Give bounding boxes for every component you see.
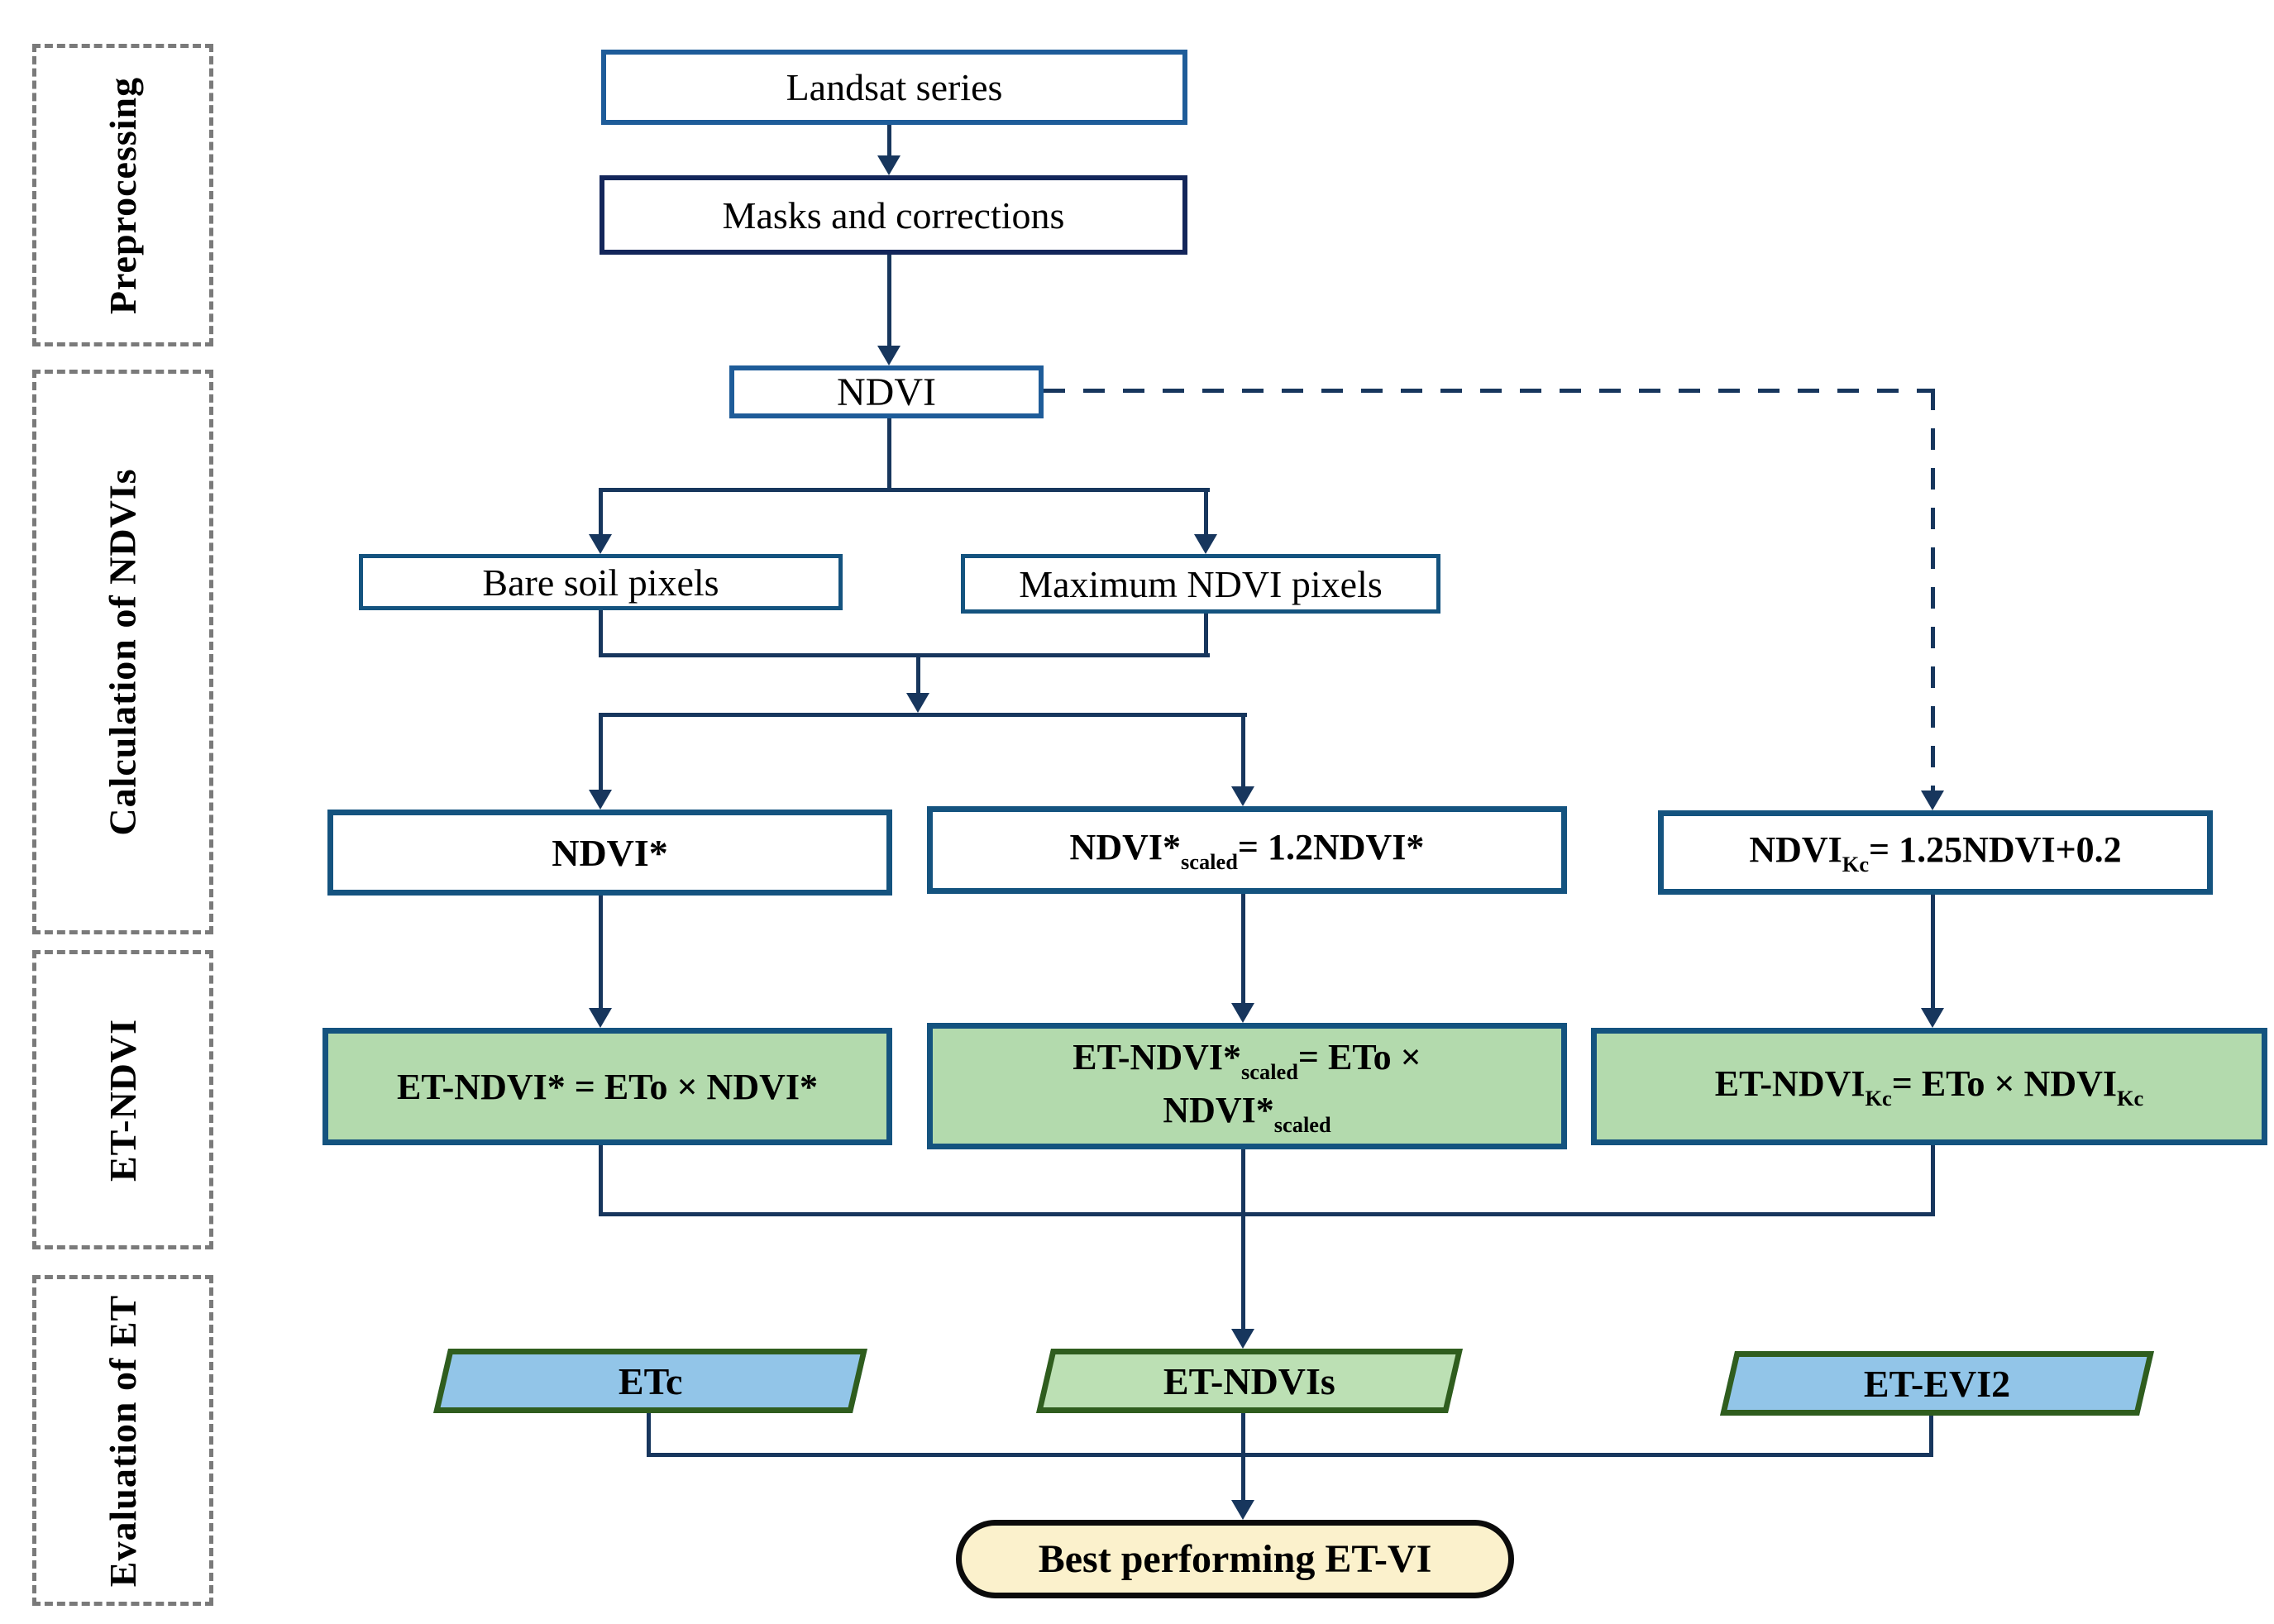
node-ndvi-kc: NDVIKc= 1.25NDVI+0.2 — [1658, 810, 2213, 895]
node-ndvi-kc-label: NDVIKc= 1.25NDVI+0.2 — [1749, 829, 2122, 876]
arrowhead-etndvikc — [1921, 1008, 1944, 1028]
split-line-ndvi — [600, 488, 1210, 492]
node-masks-corrections: Masks and corrections — [600, 175, 1187, 255]
dashed-connector-ndvi-kc-vertical — [1931, 389, 1935, 792]
node-et-ndvis-label: ET-NDVIs — [1163, 1359, 1335, 1402]
node-maximum-ndvi-pixels-label: Maximum NDVI pixels — [1019, 562, 1383, 605]
node-et-evi2: ET-EVI2 — [1719, 1351, 2155, 1416]
split-line-ndvistar — [600, 713, 1247, 717]
connector-etndviscaled-merge2 — [1241, 1149, 1245, 1216]
arrowhead-baresoil — [589, 534, 612, 554]
arrowhead-etndvistar — [589, 1008, 612, 1028]
section-et-ndvi: ET-NDVI — [32, 950, 213, 1249]
connector-masks-ndvi — [887, 255, 891, 347]
arrowhead-ndvistar — [589, 790, 612, 810]
node-et-ndvi-star-label: ET-NDVI* = ETo × NDVI* — [396, 1066, 818, 1107]
connector-etc-merge3 — [647, 1413, 651, 1457]
connector-ndvi-split — [887, 418, 891, 492]
connector-etndvikc-merge2 — [1931, 1145, 1935, 1216]
node-et-ndvi-star-scaled-label: ET-NDVI*scaled= ETo × NDVI*scaled — [1073, 1037, 1421, 1137]
connector-landsat-masks — [887, 125, 891, 161]
arrowhead-ndvikc — [1921, 791, 1944, 810]
node-etc-label: ETc — [618, 1359, 683, 1402]
connector-ndvistar-etndvistar — [599, 896, 603, 1011]
node-maximum-ndvi-pixels: Maximum NDVI pixels — [961, 554, 1440, 614]
node-ndvi-star-label: NDVI* — [552, 831, 668, 874]
merge-line-pixels — [600, 653, 1210, 657]
section-preprocessing-label: Preprocessing — [102, 76, 144, 314]
arrowhead-etndvis — [1231, 1329, 1254, 1349]
node-best-performing-et-vi: Best performing ET-VI — [956, 1520, 1514, 1598]
node-ndvi-label: NDVI — [837, 370, 936, 414]
section-evaluation-of-et: Evaluation of ET — [32, 1275, 213, 1606]
connector-etndvis-best — [1241, 1413, 1245, 1502]
connector-etevi2-merge3 — [1929, 1416, 1933, 1457]
node-ndvi-star-scaled-label: NDVI*scaled= 1.2NDVI* — [1069, 826, 1425, 874]
arrowhead-etndviscaled — [1231, 1003, 1254, 1023]
connector-baresoil-merge — [599, 610, 603, 657]
node-landsat-series: Landsat series — [601, 50, 1187, 125]
node-et-ndvi-star-scaled: ET-NDVI*scaled= ETo × NDVI*scaled — [927, 1023, 1567, 1149]
node-et-ndvi-star: ET-NDVI* = ETo × NDVI* — [322, 1028, 892, 1145]
node-et-ndvis: ET-NDVIs — [1035, 1349, 1464, 1413]
connector-merge-split2 — [916, 653, 920, 695]
section-calculation-of-ndvis-label: Calculation of NDVIs — [102, 468, 144, 836]
section-preprocessing: Preprocessing — [32, 44, 213, 346]
connector-etndvistar-merge2 — [599, 1145, 603, 1216]
connector-split-baresoil — [599, 488, 603, 536]
connector-split2-ndviscaled — [1241, 713, 1245, 788]
node-ndvi-star-scaled: NDVI*scaled= 1.2NDVI* — [927, 806, 1567, 894]
connector-split-maxndvi — [1204, 488, 1208, 536]
node-masks-corrections-label: Masks and corrections — [722, 193, 1065, 236]
connector-ndviscaled-etndviscaled — [1241, 894, 1245, 1006]
node-best-performing-et-vi-label: Best performing ET-VI — [1038, 1537, 1432, 1581]
node-ndvi: NDVI — [729, 365, 1044, 418]
node-etc: ETc — [432, 1349, 868, 1413]
node-landsat-series-label: Landsat series — [786, 66, 1003, 108]
arrowhead-maxndvi — [1194, 534, 1217, 554]
section-evaluation-of-et-label: Evaluation of ET — [102, 1294, 145, 1587]
arrowhead-ndviscaled — [1231, 786, 1254, 806]
connector-ndvikc-etndvikc — [1931, 895, 1935, 1011]
node-bare-soil-pixels: Bare soil pixels — [359, 554, 843, 610]
node-et-ndvi-kc: ET-NDVIKc= ETo × NDVIKc — [1591, 1028, 2267, 1145]
merge-line-etndvi — [600, 1212, 1935, 1216]
connector-maxndvi-merge — [1204, 614, 1208, 657]
node-ndvi-star: NDVI* — [327, 810, 892, 896]
connector-merge2-etndvis — [1241, 1212, 1245, 1334]
node-et-evi2-label: ET-EVI2 — [1863, 1362, 2011, 1405]
arrowhead-best — [1231, 1500, 1254, 1520]
dashed-connector-ndvi-kc-horizontal — [1044, 389, 1935, 393]
arrowhead-split2 — [906, 693, 929, 713]
section-et-ndvi-label: ET-NDVI — [102, 1018, 144, 1182]
section-calculation-of-ndvis: Calculation of NDVIs — [32, 370, 213, 934]
node-bare-soil-pixels-label: Bare soil pixels — [482, 561, 719, 604]
node-et-ndvi-kc-label: ET-NDVIKc= ETo × NDVIKc — [1714, 1063, 2144, 1111]
connector-split2-ndvistar — [599, 713, 603, 791]
merge-line-evaluation — [647, 1453, 1933, 1457]
arrowhead-ndvi — [877, 346, 901, 365]
arrowhead-masks — [877, 155, 901, 175]
